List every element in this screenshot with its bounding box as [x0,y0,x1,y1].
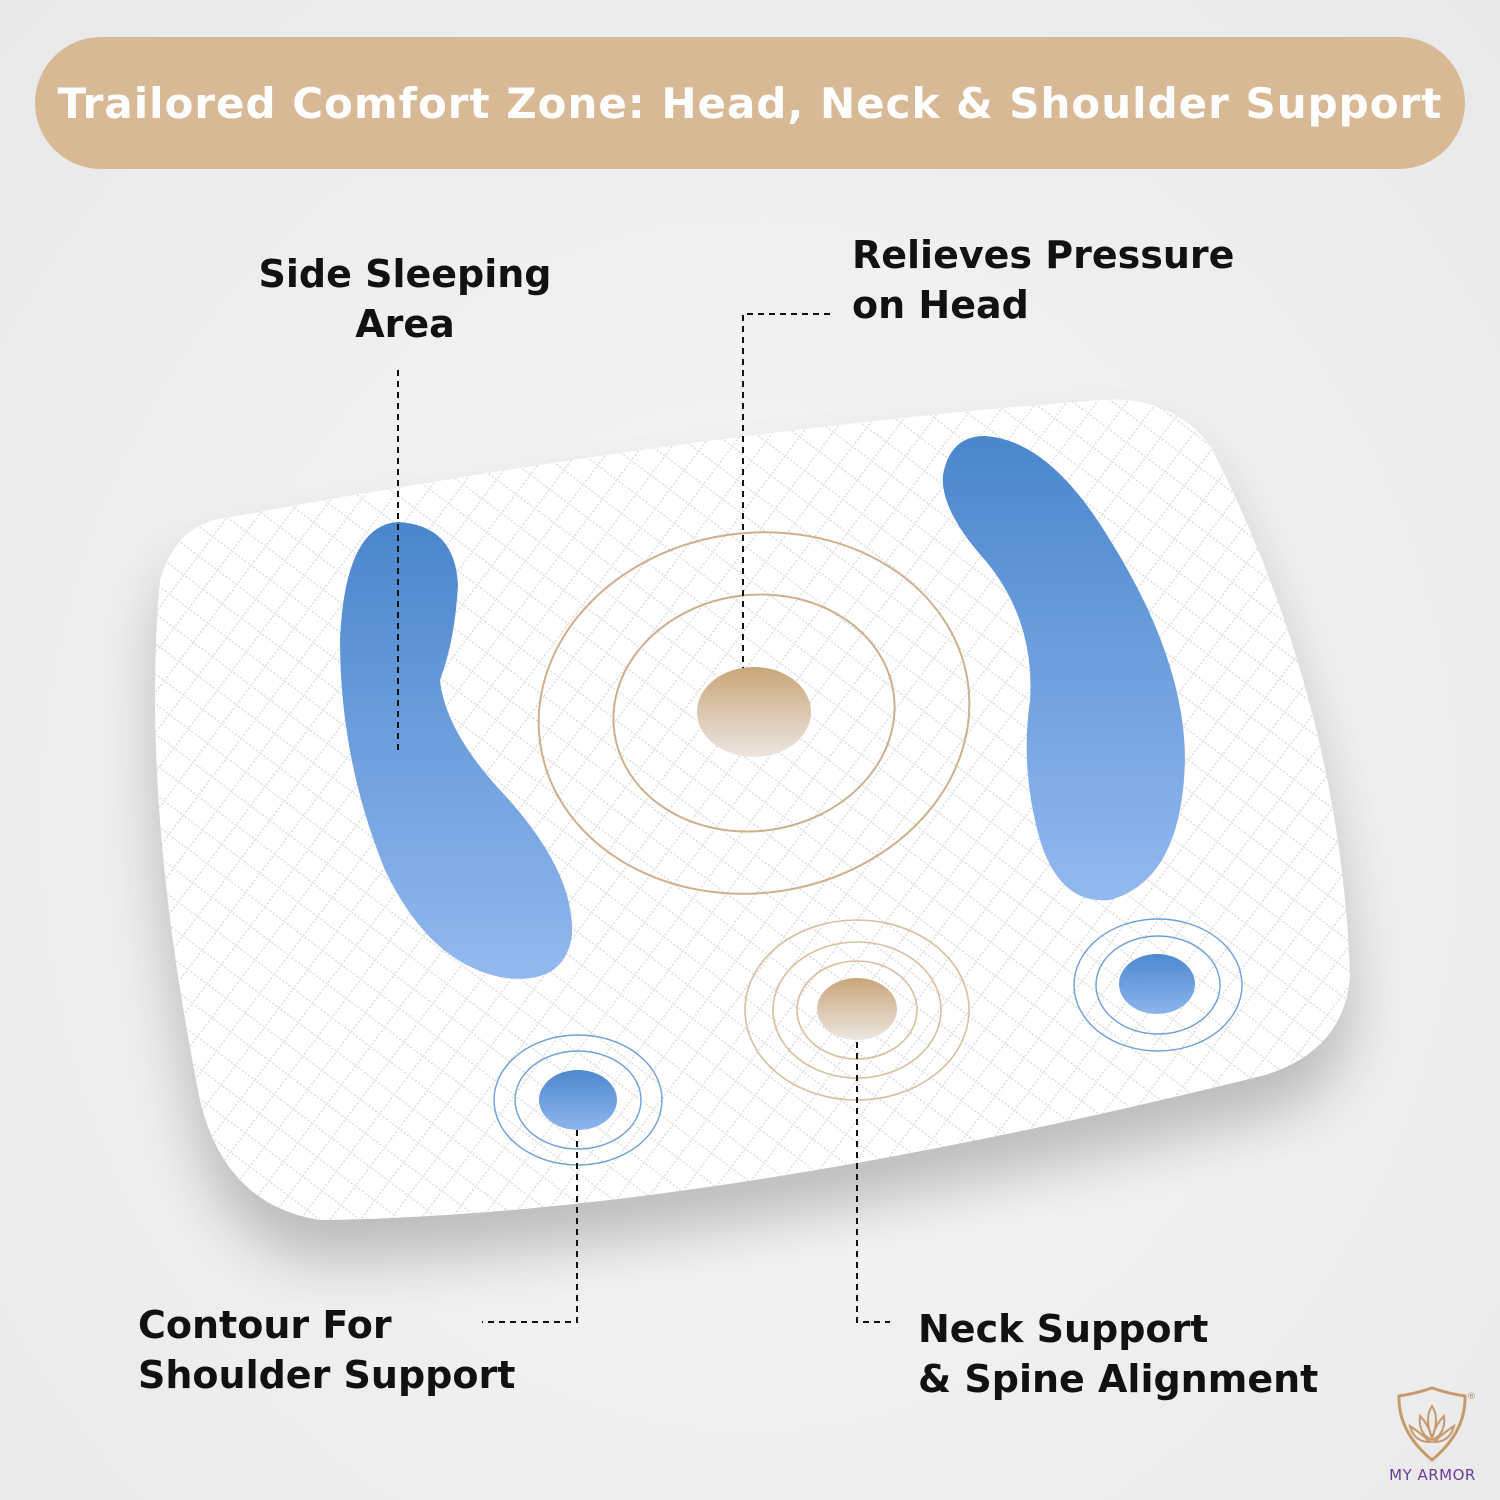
shoulder-contour-rings-right [1073,918,1243,1052]
neck-support-point [817,978,897,1040]
side-sleeping-zone-right [942,436,1185,901]
brand-registered-mark: ® [1467,1392,1476,1402]
lotus-shield-icon [1397,1386,1467,1462]
leader-line-neck-support [856,1042,890,1323]
label-side-sleeping-line2: Area [355,302,455,346]
label-neck-support: Neck Support & Spine Alignment [918,1304,1318,1404]
brand-logo: ® MY ARMOR [1370,1382,1495,1492]
banner-title: Trailored Comfort Zone: Head, Neck & Sho… [57,78,1443,128]
label-relieves-pressure: Relieves Pressure on Head [852,230,1234,330]
title-banner: Trailored Comfort Zone: Head, Neck & Sho… [35,37,1465,169]
label-contour-shoulder: Contour For Shoulder Support [138,1300,515,1400]
label-contour-shoulder-line1: Contour For [138,1303,392,1347]
head-pressure-point [697,667,811,757]
brand-name: MY ARMOR [1389,1466,1476,1484]
label-side-sleeping-area: Side Sleeping Area [240,249,570,349]
shoulder-contour-point-left [539,1070,617,1130]
label-relieves-pressure-line2: on Head [852,283,1029,327]
label-relieves-pressure-line1: Relieves Pressure [852,233,1235,277]
head-pressure-rings [537,531,971,895]
label-contour-shoulder-line2: Shoulder Support [138,1353,516,1397]
label-side-sleeping-line1: Side Sleeping [258,252,552,296]
shoulder-contour-point-right [1119,954,1195,1014]
leader-line-relieves-pressure [742,313,830,668]
leader-line-contour-shoulder [482,1130,578,1323]
label-neck-support-line1: Neck Support [918,1307,1209,1351]
label-neck-support-line2: & Spine Alignment [918,1357,1319,1401]
